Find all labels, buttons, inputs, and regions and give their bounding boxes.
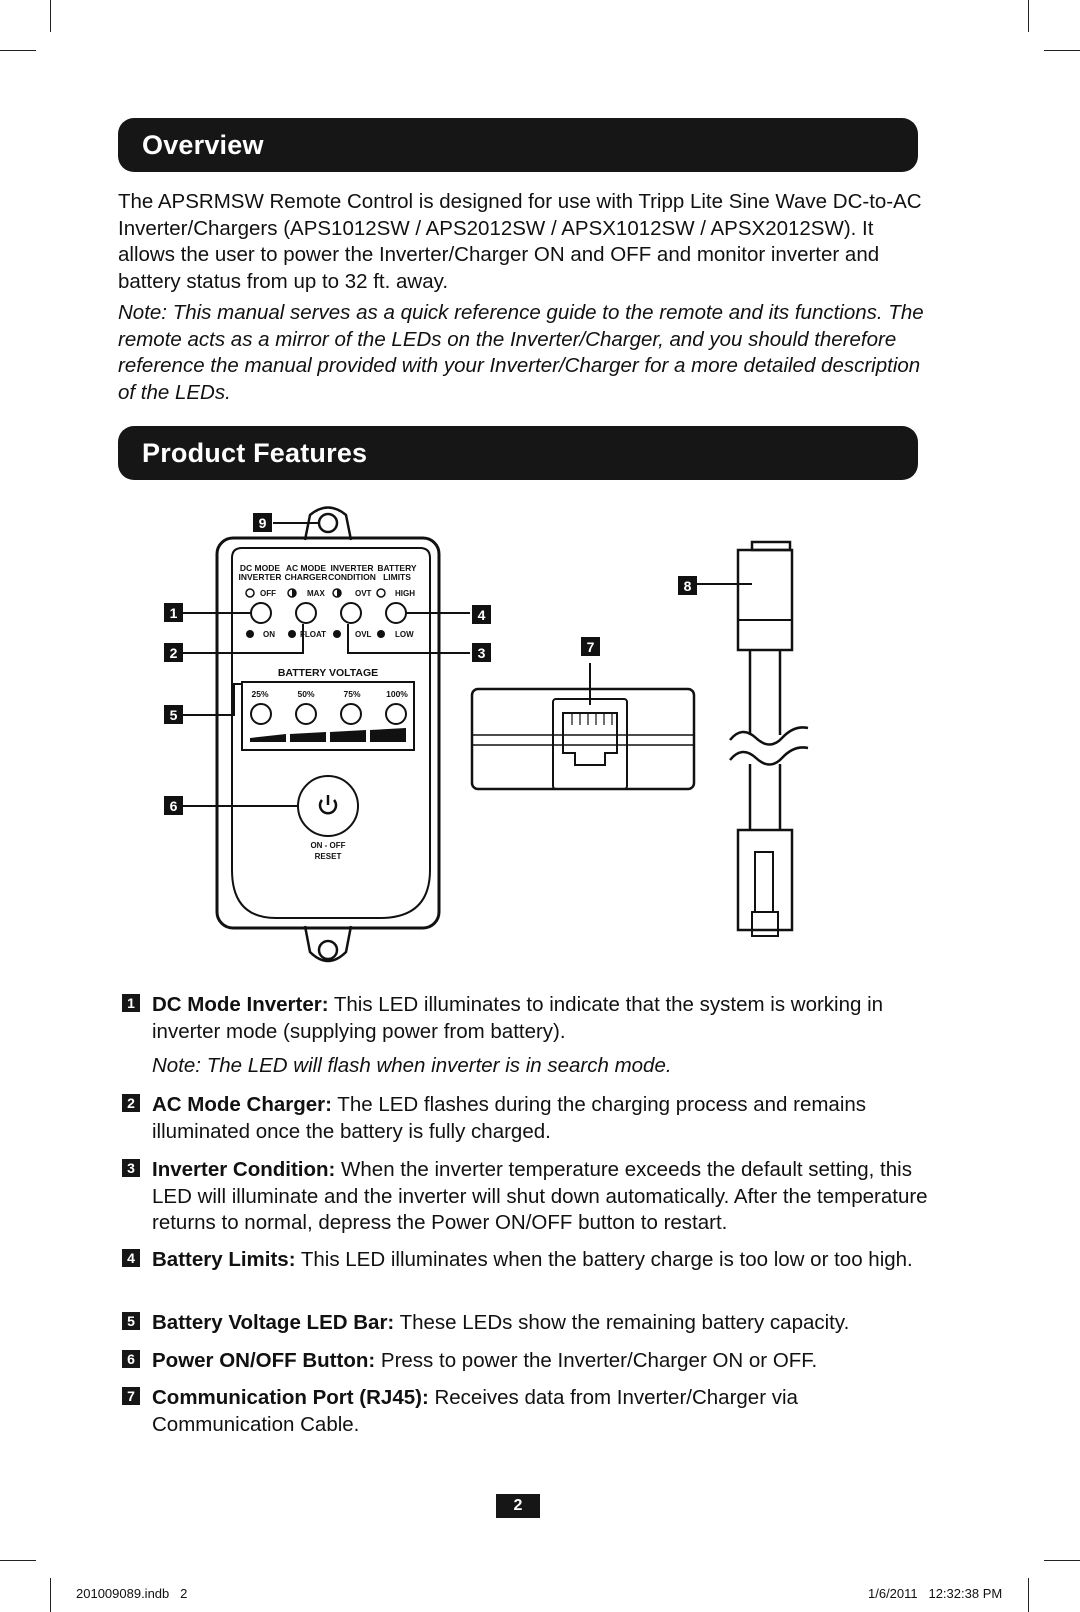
feature-note: Note: The LED will flash when inverter i… — [152, 1054, 672, 1077]
callout-2: 2 — [170, 645, 178, 661]
feature-text: Receives data from Inverter/Charger via … — [152, 1386, 798, 1436]
footer-timestamp: 1/6/2011 12:32:38 PM — [868, 1586, 1003, 1601]
column-header: DC MODE — [240, 563, 280, 573]
footer-file: 201009089.indb 2 — [76, 1586, 188, 1601]
feature-number: 6 — [122, 1350, 140, 1368]
remote-control-diagram: DC MODE INVERTER AC MODE CHARGER INVERTE… — [164, 506, 809, 963]
overview-note: Note: This manual serves as a quick refe… — [118, 301, 924, 404]
callout-6: 6 — [170, 798, 178, 814]
column-header: INVERTER — [239, 572, 282, 582]
led-label: OVL — [355, 630, 372, 639]
feature-text: The LED flashes during the charging proc… — [152, 1093, 867, 1143]
crop-mark — [0, 50, 36, 51]
callout-3: 3 — [478, 645, 486, 661]
feature-text: When the inverter temperature exceeds th… — [152, 1158, 928, 1234]
button-label: ON - OFF — [310, 841, 345, 850]
callout-7: 7 — [587, 639, 595, 655]
column-header: LIMITS — [383, 572, 411, 582]
feature-title: DC Mode Inverter: — [152, 993, 329, 1016]
led-label: HIGH — [395, 589, 415, 598]
feature-title: Battery Voltage LED Bar: — [152, 1311, 395, 1334]
power-icon — [318, 795, 338, 815]
callout-8: 8 — [684, 578, 692, 594]
overview-intro: The APSRMSW Remote Control is designed f… — [118, 190, 922, 293]
battery-voltage-label: BATTERY VOLTAGE — [278, 667, 378, 679]
feature-text: This LED illuminates when the battery ch… — [295, 1248, 913, 1271]
feature-title: AC Mode Charger: — [152, 1093, 332, 1116]
feature-title: Communication Port (RJ45): — [152, 1386, 429, 1409]
led-label: MAX — [307, 589, 325, 598]
column-header: CHARGER — [285, 572, 328, 582]
feature-number: 3 — [122, 1159, 140, 1177]
crop-mark — [1028, 0, 1029, 32]
led-label: OFF — [260, 589, 276, 598]
communication-port — [470, 687, 696, 791]
feature-number: 5 — [122, 1312, 140, 1330]
battery-level-label: 100% — [386, 689, 408, 699]
callout-1: 1 — [170, 605, 178, 621]
led-label: FLOAT — [300, 630, 326, 639]
crop-mark — [50, 0, 51, 32]
button-label: RESET — [315, 852, 342, 861]
feature-number: 2 — [122, 1094, 140, 1112]
feature-text: These LEDs show the remaining battery ca… — [394, 1311, 850, 1334]
crop-mark — [50, 1578, 51, 1612]
feature-text: Press to power the Inverter/Charger ON o… — [375, 1349, 818, 1372]
feature-item: 3 Inverter Condition: When the inverter … — [118, 1157, 928, 1237]
feature-item: 1 DC Mode Inverter: This LED illuminates… — [118, 992, 928, 1045]
column-header: CONDITION — [328, 572, 376, 582]
battery-level-label: 75% — [343, 689, 360, 699]
callout-9: 9 — [259, 515, 267, 531]
feature-text: This LED illuminates to indicate that th… — [152, 993, 884, 1043]
feature-item: 6 Power ON/OFF Button: Press to power th… — [118, 1348, 928, 1375]
battery-level-label: 25% — [251, 689, 268, 699]
feature-item: 7 Communication Port (RJ45): Receives da… — [118, 1385, 928, 1438]
led-label: OVT — [355, 589, 372, 598]
feature-title: Battery Limits: — [152, 1248, 296, 1271]
feature-number: 1 — [122, 994, 140, 1012]
feature-title: Inverter Condition: — [152, 1158, 336, 1181]
crop-mark — [1044, 1560, 1080, 1561]
crop-mark — [1028, 1578, 1029, 1612]
product-features-heading: Product Features — [118, 426, 918, 480]
callout-4: 4 — [478, 607, 486, 623]
led-label: ON — [263, 630, 275, 639]
feature-title: Power ON/OFF Button: — [152, 1349, 376, 1372]
overview-heading: Overview — [118, 118, 918, 172]
column-header: INVERTER — [331, 563, 374, 573]
callout-5: 5 — [170, 707, 178, 723]
column-header: AC MODE — [286, 563, 326, 573]
battery-level-label: 50% — [297, 689, 314, 699]
page-number: 2 — [496, 1494, 540, 1518]
feature-number: 7 — [122, 1387, 140, 1405]
feature-item: 4 Battery Limits: This LED illuminates w… — [118, 1247, 928, 1274]
crop-mark — [0, 1560, 36, 1561]
led-label: LOW — [395, 630, 414, 639]
feature-item: 5 Battery Voltage LED Bar: These LEDs sh… — [118, 1310, 928, 1337]
communication-cable — [729, 540, 809, 937]
feature-item: 2 AC Mode Charger: The LED flashes durin… — [118, 1092, 928, 1145]
feature-number: 4 — [122, 1249, 140, 1267]
crop-mark — [1044, 50, 1080, 51]
column-header: BATTERY — [377, 563, 417, 573]
